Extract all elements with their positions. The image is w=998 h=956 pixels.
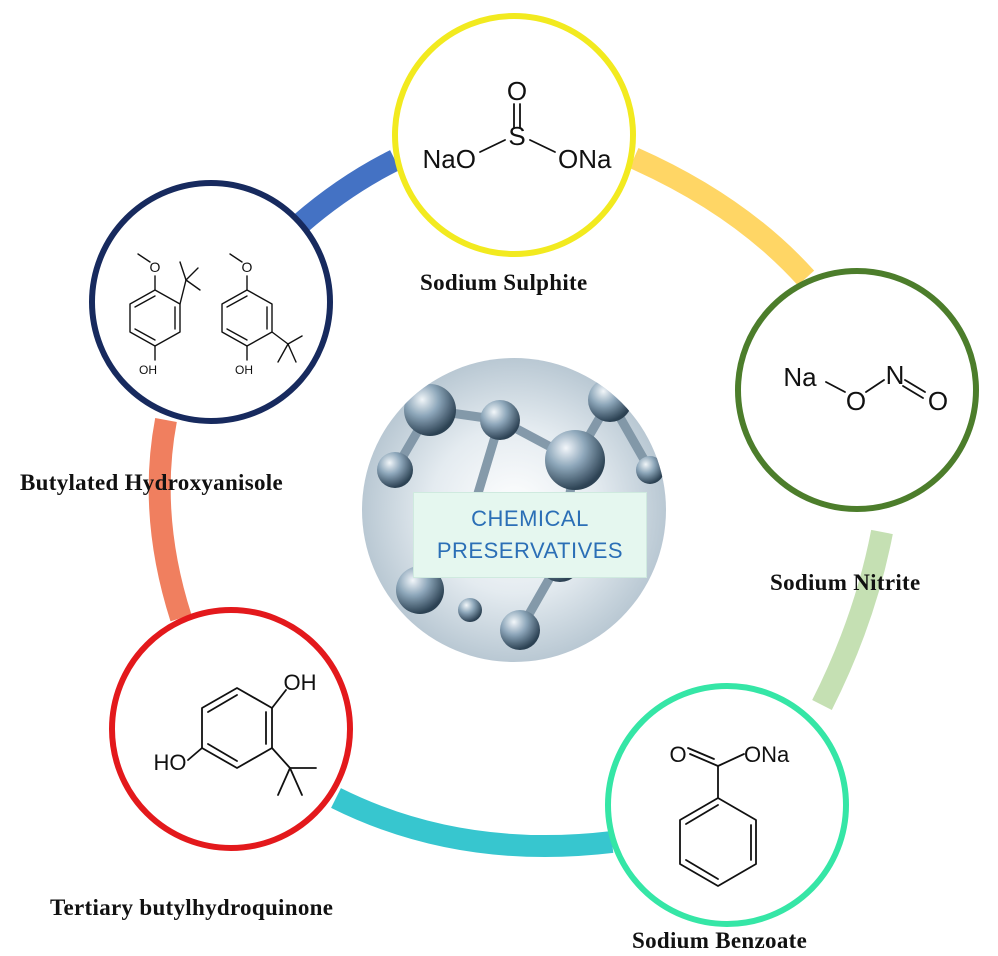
label-sodium-nitrite: Sodium Nitrite	[770, 570, 921, 595]
atom-s: S	[508, 121, 525, 151]
atom-oh-1: OH	[139, 363, 157, 377]
atom-o-carbonyl: O	[669, 742, 686, 767]
atom-ona: ONa	[558, 144, 612, 174]
ring-sodium-sulphite	[392, 13, 636, 257]
structure-bha-isomer-2: O OH	[221, 253, 303, 377]
label-tertiary-butylhydroquinone: Tertiary butylhydroquinone	[50, 895, 334, 920]
node-butylated-hydroxyanisole: O OH O OH	[89, 180, 333, 424]
atom-oh: OH	[284, 670, 317, 695]
node-sodium-benzoate: O ONa	[605, 683, 849, 927]
atom-na: Na	[783, 362, 817, 392]
center-title-line2: PRESERVATIVES	[436, 538, 624, 563]
atom-nao: NaO	[423, 144, 476, 174]
atom-o-methoxy-2: O	[242, 259, 253, 275]
structure-sodium-nitrite: Na O N O	[783, 360, 948, 416]
atom-oh-2: OH	[235, 363, 253, 377]
node-tertiary-butylhydroquinone: OH HO	[109, 607, 353, 851]
ring-bha	[89, 180, 333, 424]
atom-o-top: O	[507, 76, 527, 106]
ring-sodium-nitrite	[735, 268, 979, 512]
arc-tbhq-to-bha	[148, 417, 192, 622]
ring-arcs	[148, 147, 893, 858]
atom-ona: ONa	[744, 742, 790, 767]
center-title-box: CHEMICAL PRESERVATIVES	[413, 492, 647, 578]
label-sodium-benzoate: Sodium Benzoate	[632, 928, 808, 953]
node-sodium-sulphite: O S NaO ONa	[392, 13, 636, 257]
node-sodium-nitrite: Na O N O	[735, 268, 979, 512]
atom-ho: HO	[154, 750, 187, 775]
structure-tbhq: OH HO	[154, 670, 317, 796]
label-sodium-sulphite: Sodium Sulphite	[420, 270, 588, 295]
ring-tbhq	[109, 607, 353, 851]
label-butylated-hydroxyanisole: Butylated Hydroxyanisole	[20, 470, 283, 495]
structure-bha-isomer-1: O OH	[129, 253, 201, 377]
arc-bha-to-sulphite	[292, 150, 400, 233]
atom-n: N	[886, 360, 905, 390]
center-title-line1: CHEMICAL	[471, 506, 589, 531]
atom-o-terminal: O	[928, 386, 948, 416]
atom-o: O	[846, 386, 866, 416]
arc-sulphite-to-nitrite	[629, 147, 815, 286]
atom-o-methoxy-1: O	[150, 259, 161, 275]
arc-nitrite-to-benzoate	[812, 529, 893, 710]
arc-benzoate-to-tbhq	[331, 788, 614, 858]
structure-sodium-sulphite: O S NaO ONa	[423, 76, 612, 174]
ring-sodium-benzoate	[605, 683, 849, 927]
structure-sodium-benzoate: O ONa	[669, 742, 790, 887]
